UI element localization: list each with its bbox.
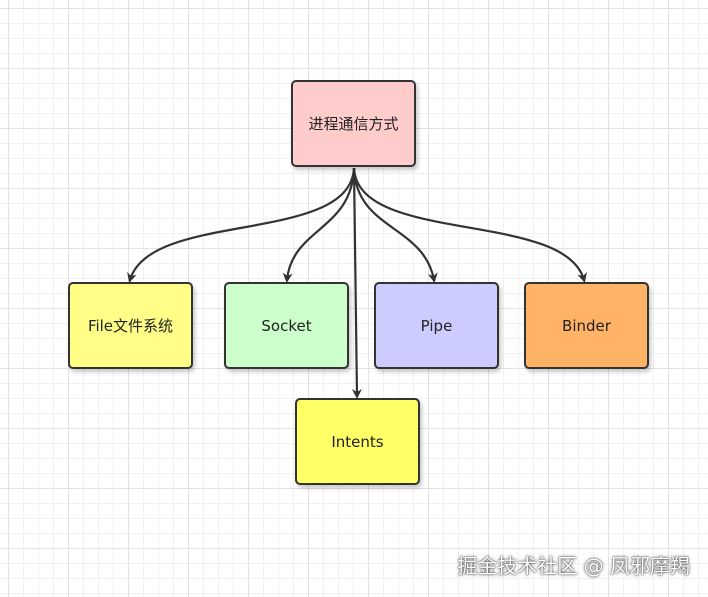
- edge-root-to-intents: [351, 167, 362, 399]
- node-ipc-methods[interactable]: 进程通信方式: [291, 80, 416, 167]
- node-pipe[interactable]: Pipe: [374, 282, 499, 369]
- watermark: 掘金技术社区 @ 凤邪摩羯: [457, 554, 690, 578]
- node-binder[interactable]: Binder: [524, 282, 649, 369]
- node-socket[interactable]: Socket: [224, 282, 349, 369]
- node-file-system[interactable]: File文件系统: [68, 282, 193, 369]
- edge-root-to-file: [127, 167, 356, 283]
- node-intents[interactable]: Intents: [295, 398, 420, 485]
- edge-root-to-socket: [282, 167, 356, 283]
- edge-root-to-pipe: [352, 167, 438, 283]
- edge-root-to-binder: [352, 167, 587, 283]
